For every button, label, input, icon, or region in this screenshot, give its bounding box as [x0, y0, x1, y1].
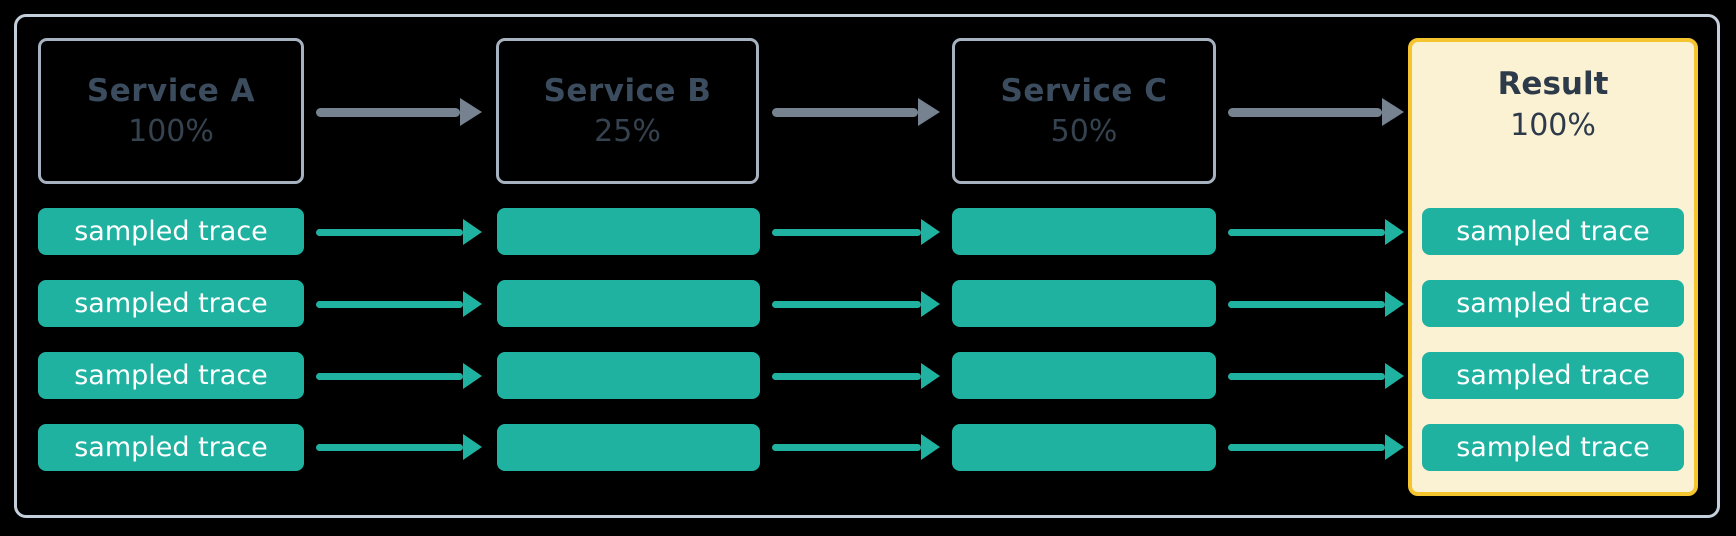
arrow-shaft — [1228, 372, 1385, 380]
trace-bar — [497, 208, 760, 255]
result-label: Result — [1497, 66, 1609, 102]
arrow-head — [463, 219, 482, 245]
arrow-shaft — [1228, 228, 1385, 236]
arrow-shaft — [772, 228, 921, 236]
arrow-right-icon — [316, 363, 482, 389]
sampled-trace-bar: sampled trace — [38, 424, 304, 471]
arrow-right-icon — [316, 434, 482, 460]
service-c-sampling-rate: 50% — [1050, 114, 1118, 149]
trace-bar — [952, 280, 1216, 327]
trace-bar — [952, 352, 1216, 399]
service-c-label: Service C — [1000, 73, 1168, 109]
service-a-sampling-rate: 100% — [128, 114, 214, 149]
arrow-right-icon — [1228, 434, 1404, 460]
arrow-right-icon — [316, 291, 482, 317]
arrow-shaft — [1228, 300, 1385, 308]
service-b-box: Service B 25% — [496, 38, 759, 184]
service-a-label: Service A — [86, 73, 256, 109]
arrow-head — [463, 291, 482, 317]
arrow-right-icon — [316, 219, 482, 245]
arrow-right-icon — [772, 291, 940, 317]
arrow-shaft — [316, 443, 463, 451]
arrow-shaft — [772, 443, 921, 451]
arrow-head — [1385, 291, 1404, 317]
arrow-shaft — [1228, 443, 1385, 451]
result-box: Result 100% sampled trace sampled trace … — [1408, 38, 1698, 496]
arrow-right-icon — [1228, 219, 1404, 245]
arrow-shaft — [316, 107, 460, 117]
arrow-head — [921, 291, 940, 317]
arrow-right-icon — [772, 434, 940, 460]
arrow-head — [1382, 98, 1404, 126]
sampled-trace-bar: sampled trace — [38, 352, 304, 399]
service-a-box: Service A 100% — [38, 38, 304, 184]
arrow-right-icon — [772, 97, 940, 127]
arrow-head — [1385, 219, 1404, 245]
arrow-head — [921, 363, 940, 389]
service-c-box: Service C 50% — [952, 38, 1216, 184]
result-header: Result 100% — [1412, 66, 1694, 143]
trace-bar — [952, 208, 1216, 255]
trace-bar — [497, 352, 760, 399]
arrow-shaft — [316, 300, 463, 308]
arrow-head — [921, 219, 940, 245]
sampled-trace-bar: sampled trace — [38, 280, 304, 327]
diagram-frame — [14, 14, 1720, 518]
sampled-trace-bar: sampled trace — [1422, 424, 1684, 471]
arrow-shaft — [316, 228, 463, 236]
trace-bar — [497, 280, 760, 327]
arrow-right-icon — [772, 363, 940, 389]
trace-bar — [952, 424, 1216, 471]
arrow-head — [1385, 363, 1404, 389]
arrow-right-icon — [1228, 97, 1404, 127]
sampled-trace-bar: sampled trace — [1422, 352, 1684, 399]
service-b-label: Service B — [543, 73, 712, 109]
sampled-trace-bar: sampled trace — [1422, 208, 1684, 255]
result-sampling-rate: 100% — [1510, 108, 1596, 143]
sampled-trace-bar: sampled trace — [38, 208, 304, 255]
arrow-shaft — [772, 372, 921, 380]
sampled-trace-bar: sampled trace — [1422, 280, 1684, 327]
arrow-right-icon — [316, 97, 482, 127]
arrow-shaft — [1228, 107, 1382, 117]
arrow-head — [463, 363, 482, 389]
arrow-head — [921, 434, 940, 460]
arrow-head — [918, 98, 940, 126]
trace-bar — [497, 424, 760, 471]
arrow-right-icon — [772, 219, 940, 245]
arrow-shaft — [772, 300, 921, 308]
arrow-head — [463, 434, 482, 460]
arrow-shaft — [772, 107, 918, 117]
arrow-head — [1385, 434, 1404, 460]
arrow-right-icon — [1228, 291, 1404, 317]
arrow-head — [460, 98, 482, 126]
arrow-right-icon — [1228, 363, 1404, 389]
arrow-shaft — [316, 372, 463, 380]
service-b-sampling-rate: 25% — [594, 114, 661, 149]
